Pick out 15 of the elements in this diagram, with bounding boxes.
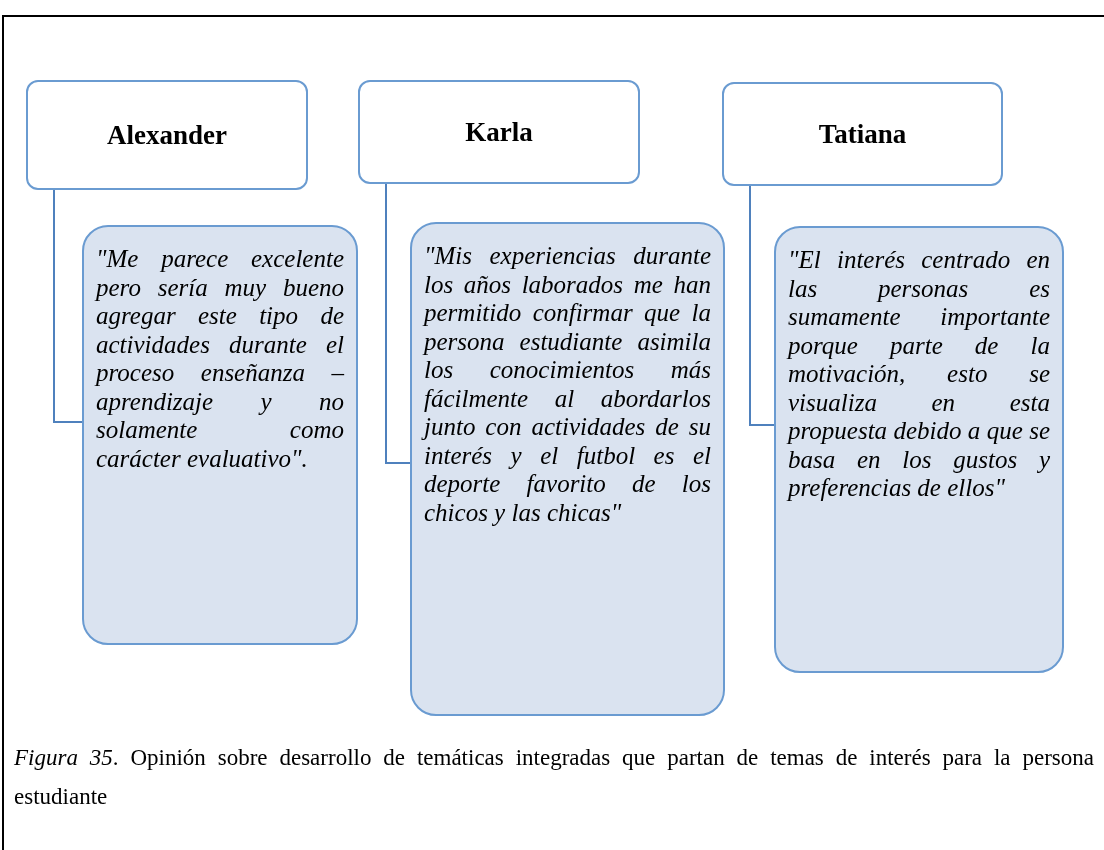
figure-caption: Figura 35. Opinión sobre desarrollo de temáticas integradas que partan de temas de interés para la persona estudiante xyxy=(14,744,1094,811)
connector-line xyxy=(749,185,775,426)
quote-text: "El interés centrado en las personas es sumamente importante porque parte de la motivación, esto se visualiza en esta propuesta debido a que se basa en los gustos y preferencias de ellos" xyxy=(788,246,1050,503)
person-name: Karla xyxy=(465,116,533,148)
connector-line xyxy=(385,183,411,464)
quote-box xyxy=(82,225,358,645)
name-box xyxy=(26,80,308,190)
quote-box xyxy=(774,226,1064,673)
name-box xyxy=(358,80,640,184)
person-name: Alexander xyxy=(107,119,227,151)
quote-text: "Me parece excelente pero sería muy bueno agregar este tipo de actividades durante el proceso enseñanza – aprendizaje y no solamente como carácter evaluativo". xyxy=(96,245,344,473)
connector-line xyxy=(53,189,83,423)
name-box xyxy=(722,82,1003,186)
quote-box xyxy=(410,222,725,716)
person-name: Tatiana xyxy=(818,118,907,150)
